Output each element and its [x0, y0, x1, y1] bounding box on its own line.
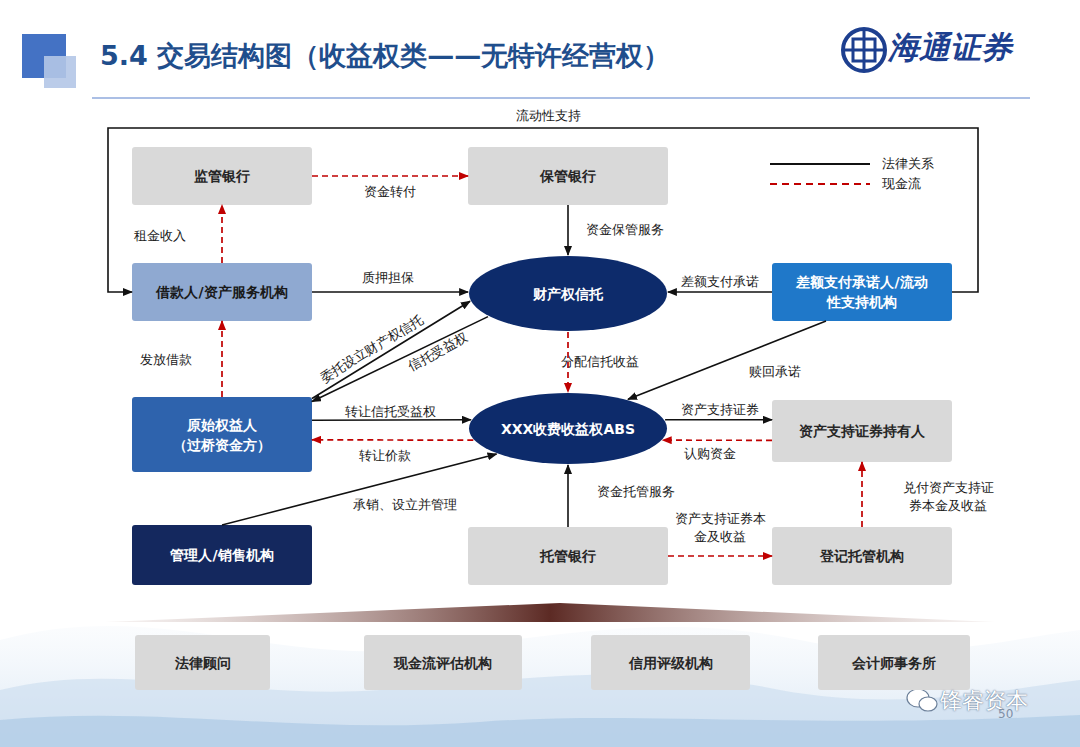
legal-connector	[312, 291, 468, 293]
cash-flow-connector	[312, 439, 473, 441]
edge-label: 租金收入	[134, 227, 186, 245]
edge-label: 资产支持证券本 金及收益	[664, 510, 776, 546]
legend-line-sample	[770, 163, 870, 165]
header-rule	[92, 97, 1030, 99]
legend-text: 法律关系	[882, 155, 934, 173]
legal-connector	[567, 205, 569, 255]
legend-item: 现金流	[770, 174, 934, 194]
node-text: 信用评级机构	[629, 653, 713, 673]
node-text: 监管银行	[194, 166, 250, 186]
edge-label: 发放借款	[140, 351, 192, 369]
node-text: 托管银行	[540, 546, 596, 566]
ellipse-node: 财产权信托	[468, 255, 668, 332]
ellipse-outline	[469, 393, 667, 464]
legal-connector	[312, 419, 471, 421]
edge-label: 承销、设立并管理	[353, 496, 457, 514]
edge-label: 转让信托受益权	[345, 403, 436, 421]
process-box: 差额支付承诺人/流动 性支持机构	[772, 263, 952, 321]
node-text: 差额支付承诺人/流动 性支持机构	[782, 272, 942, 312]
platform-band	[105, 603, 995, 622]
legend-line	[770, 159, 870, 169]
edge-label: 资金托管服务	[597, 483, 675, 501]
edge-label: 流动性支持	[516, 107, 581, 125]
edge-label: 资金保管服务	[586, 221, 664, 239]
process-box: 信用评级机构	[591, 635, 750, 690]
node-text: 借款人/资产服务机构	[156, 282, 287, 302]
node-text: XXX收费收益权ABS	[501, 419, 635, 439]
node-text: 管理人/销售机构	[170, 545, 273, 565]
wave	[0, 626, 1080, 747]
logo-text: 海通证券	[888, 27, 1012, 69]
ellipse-node: XXX收费收益权ABS	[468, 392, 668, 465]
cash-flow-connector	[221, 205, 223, 263]
wechat-icon	[907, 689, 937, 711]
corner-square	[44, 56, 76, 88]
node-text: 财产权信托	[533, 284, 603, 304]
legend-text: 现金流	[882, 175, 921, 193]
node-text: 法律顾问	[175, 653, 231, 673]
node-text: 会计师事务所	[852, 653, 936, 673]
edge-label: 信托受益权	[405, 329, 471, 375]
edge-label: 认购资金	[684, 445, 736, 463]
watermark: 锋睿资本	[940, 686, 1028, 716]
edge-label: 资金转付	[364, 183, 416, 201]
logo-symbol	[843, 29, 885, 71]
process-box: 管理人/销售机构	[132, 525, 312, 585]
node-text: 保管银行	[540, 166, 596, 186]
ellipse-outline	[469, 256, 667, 331]
edge-label: 分配信托收益	[561, 353, 639, 371]
cash-flow-connector	[861, 462, 863, 527]
cash-flow-connector	[221, 321, 223, 397]
process-box: 会计师事务所	[818, 635, 970, 690]
process-box: 法律顾问	[135, 635, 270, 690]
legal-connector	[567, 465, 569, 527]
process-box: 托管银行	[468, 527, 668, 585]
node-text: 资产支持证券持有人	[799, 421, 925, 441]
edge-label: 赎回承诺	[749, 363, 801, 381]
slide-title: 5.4 交易结构图（收益权类——无特许经营权）	[100, 38, 670, 74]
edge-label: 转让价款	[359, 447, 411, 465]
process-box: 现金流评估机构	[364, 635, 522, 690]
edge-label: 兑付资产支持证 券本金及收益	[889, 479, 1007, 515]
page-number: 50	[998, 707, 1013, 721]
edge-label: 委托设立财产权信托	[317, 311, 427, 387]
process-box: 监管银行	[132, 147, 312, 205]
cash-flow-connector	[312, 175, 468, 177]
process-box: 保管银行	[468, 147, 668, 205]
cash-flow-connector	[663, 439, 772, 441]
legal-connector	[312, 301, 470, 398]
legend: 法律关系现金流	[770, 154, 934, 194]
legal-connector	[665, 419, 772, 421]
legal-connector	[668, 291, 772, 293]
edge-label: 资产支持证券	[681, 401, 759, 419]
legend-item: 法律关系	[770, 154, 934, 174]
node-text: 登记托管机构	[820, 546, 904, 566]
process-box: 借款人/资产服务机构	[132, 263, 312, 321]
process-box: 资产支持证券持有人	[772, 400, 952, 462]
edge-label: 质押担保	[362, 269, 414, 287]
cash-flow-connector	[668, 555, 772, 557]
legal-connector	[628, 321, 826, 399]
edge-label: 差额支付承诺	[681, 273, 759, 291]
node-text: 原始权益人 （过桥资金方）	[142, 415, 302, 455]
node-text: 现金流评估机构	[394, 653, 492, 673]
process-box: 登记托管机构	[772, 527, 952, 585]
legend-line	[770, 179, 870, 189]
wave	[0, 715, 1080, 747]
process-box: 原始权益人 （过桥资金方）	[132, 397, 312, 472]
legend-line-sample	[770, 183, 870, 185]
